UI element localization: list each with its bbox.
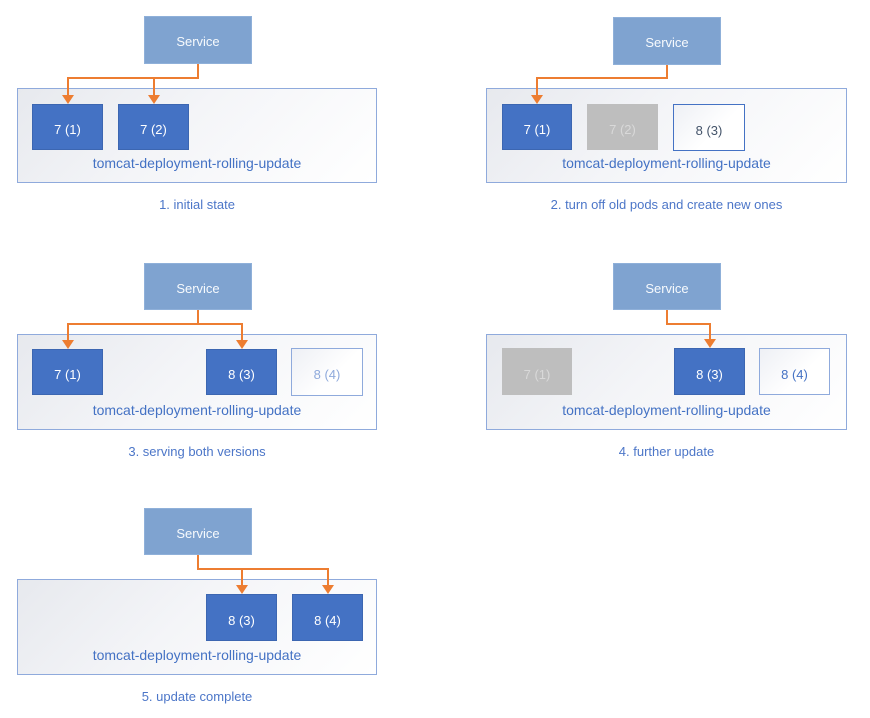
pod-7-2: 7 (2): [118, 104, 189, 150]
pod-8-3: 8 (3): [673, 104, 745, 151]
arrow-head-icon: [61, 340, 74, 349]
arrow-segment: [666, 323, 711, 325]
arrow-head-icon: [61, 95, 74, 104]
arrow-segment: [536, 77, 538, 96]
service-node: Service: [144, 508, 252, 555]
arrow-head-icon: [235, 340, 248, 349]
arrow-segment: [197, 310, 199, 325]
arrow-segment: [197, 568, 329, 570]
deployment-label: tomcat-deployment-rolling-update: [562, 402, 771, 418]
panel-caption: 2. turn off old pods and create new ones: [550, 197, 783, 212]
deployment-label: tomcat-deployment-rolling-update: [92, 155, 302, 171]
arrow-segment: [197, 555, 199, 570]
arrow-segment: [66, 323, 69, 341]
arrow-segment: [536, 77, 668, 79]
pod-7-1: 7 (1): [32, 104, 103, 150]
panel-caption: 1. initial state: [159, 197, 235, 212]
service-node: Service: [144, 16, 252, 64]
arrow-segment: [66, 77, 69, 96]
arrow-segment: [666, 310, 668, 325]
panel-caption: 5. update complete: [141, 689, 253, 704]
arrow-head-icon: [321, 585, 334, 594]
arrow-segment: [197, 64, 199, 79]
pod-8-4: 8 (4): [291, 348, 363, 396]
pod-8-3: 8 (3): [206, 349, 277, 395]
arrow-segment: [666, 65, 668, 79]
pod-7-1: 7 (1): [32, 349, 103, 395]
service-node: Service: [613, 17, 721, 65]
deployment-label: tomcat-deployment-rolling-update: [92, 647, 302, 663]
panel-caption: 3. serving both versions: [128, 444, 266, 459]
service-node: Service: [613, 263, 721, 310]
pod-7-1: 7 (1): [502, 348, 572, 395]
service-node: Service: [144, 263, 252, 310]
arrow-segment: [152, 77, 155, 96]
pod-8-3: 8 (3): [206, 594, 277, 641]
arrow-segment: [326, 568, 329, 586]
arrow-head-icon: [703, 339, 716, 348]
pod-7-2: 7 (2): [587, 104, 658, 150]
pod-8-3: 8 (3): [674, 348, 745, 395]
panel-caption: 4. further update: [618, 444, 715, 459]
arrow-segment: [708, 323, 711, 340]
arrow-head-icon: [147, 95, 160, 104]
deployment-label: tomcat-deployment-rolling-update: [92, 402, 302, 418]
arrow-segment: [240, 323, 243, 341]
arrow-head-icon: [235, 585, 248, 594]
arrow-segment: [240, 568, 243, 586]
arrow-segment: [66, 323, 243, 325]
arrow-segment: [66, 77, 199, 79]
arrow-head-icon: [531, 95, 543, 104]
pod-8-4: 8 (4): [759, 348, 830, 395]
pod-7-1: 7 (1): [502, 104, 572, 150]
deployment-label: tomcat-deployment-rolling-update: [562, 155, 771, 171]
pod-8-4: 8 (4): [292, 594, 363, 641]
